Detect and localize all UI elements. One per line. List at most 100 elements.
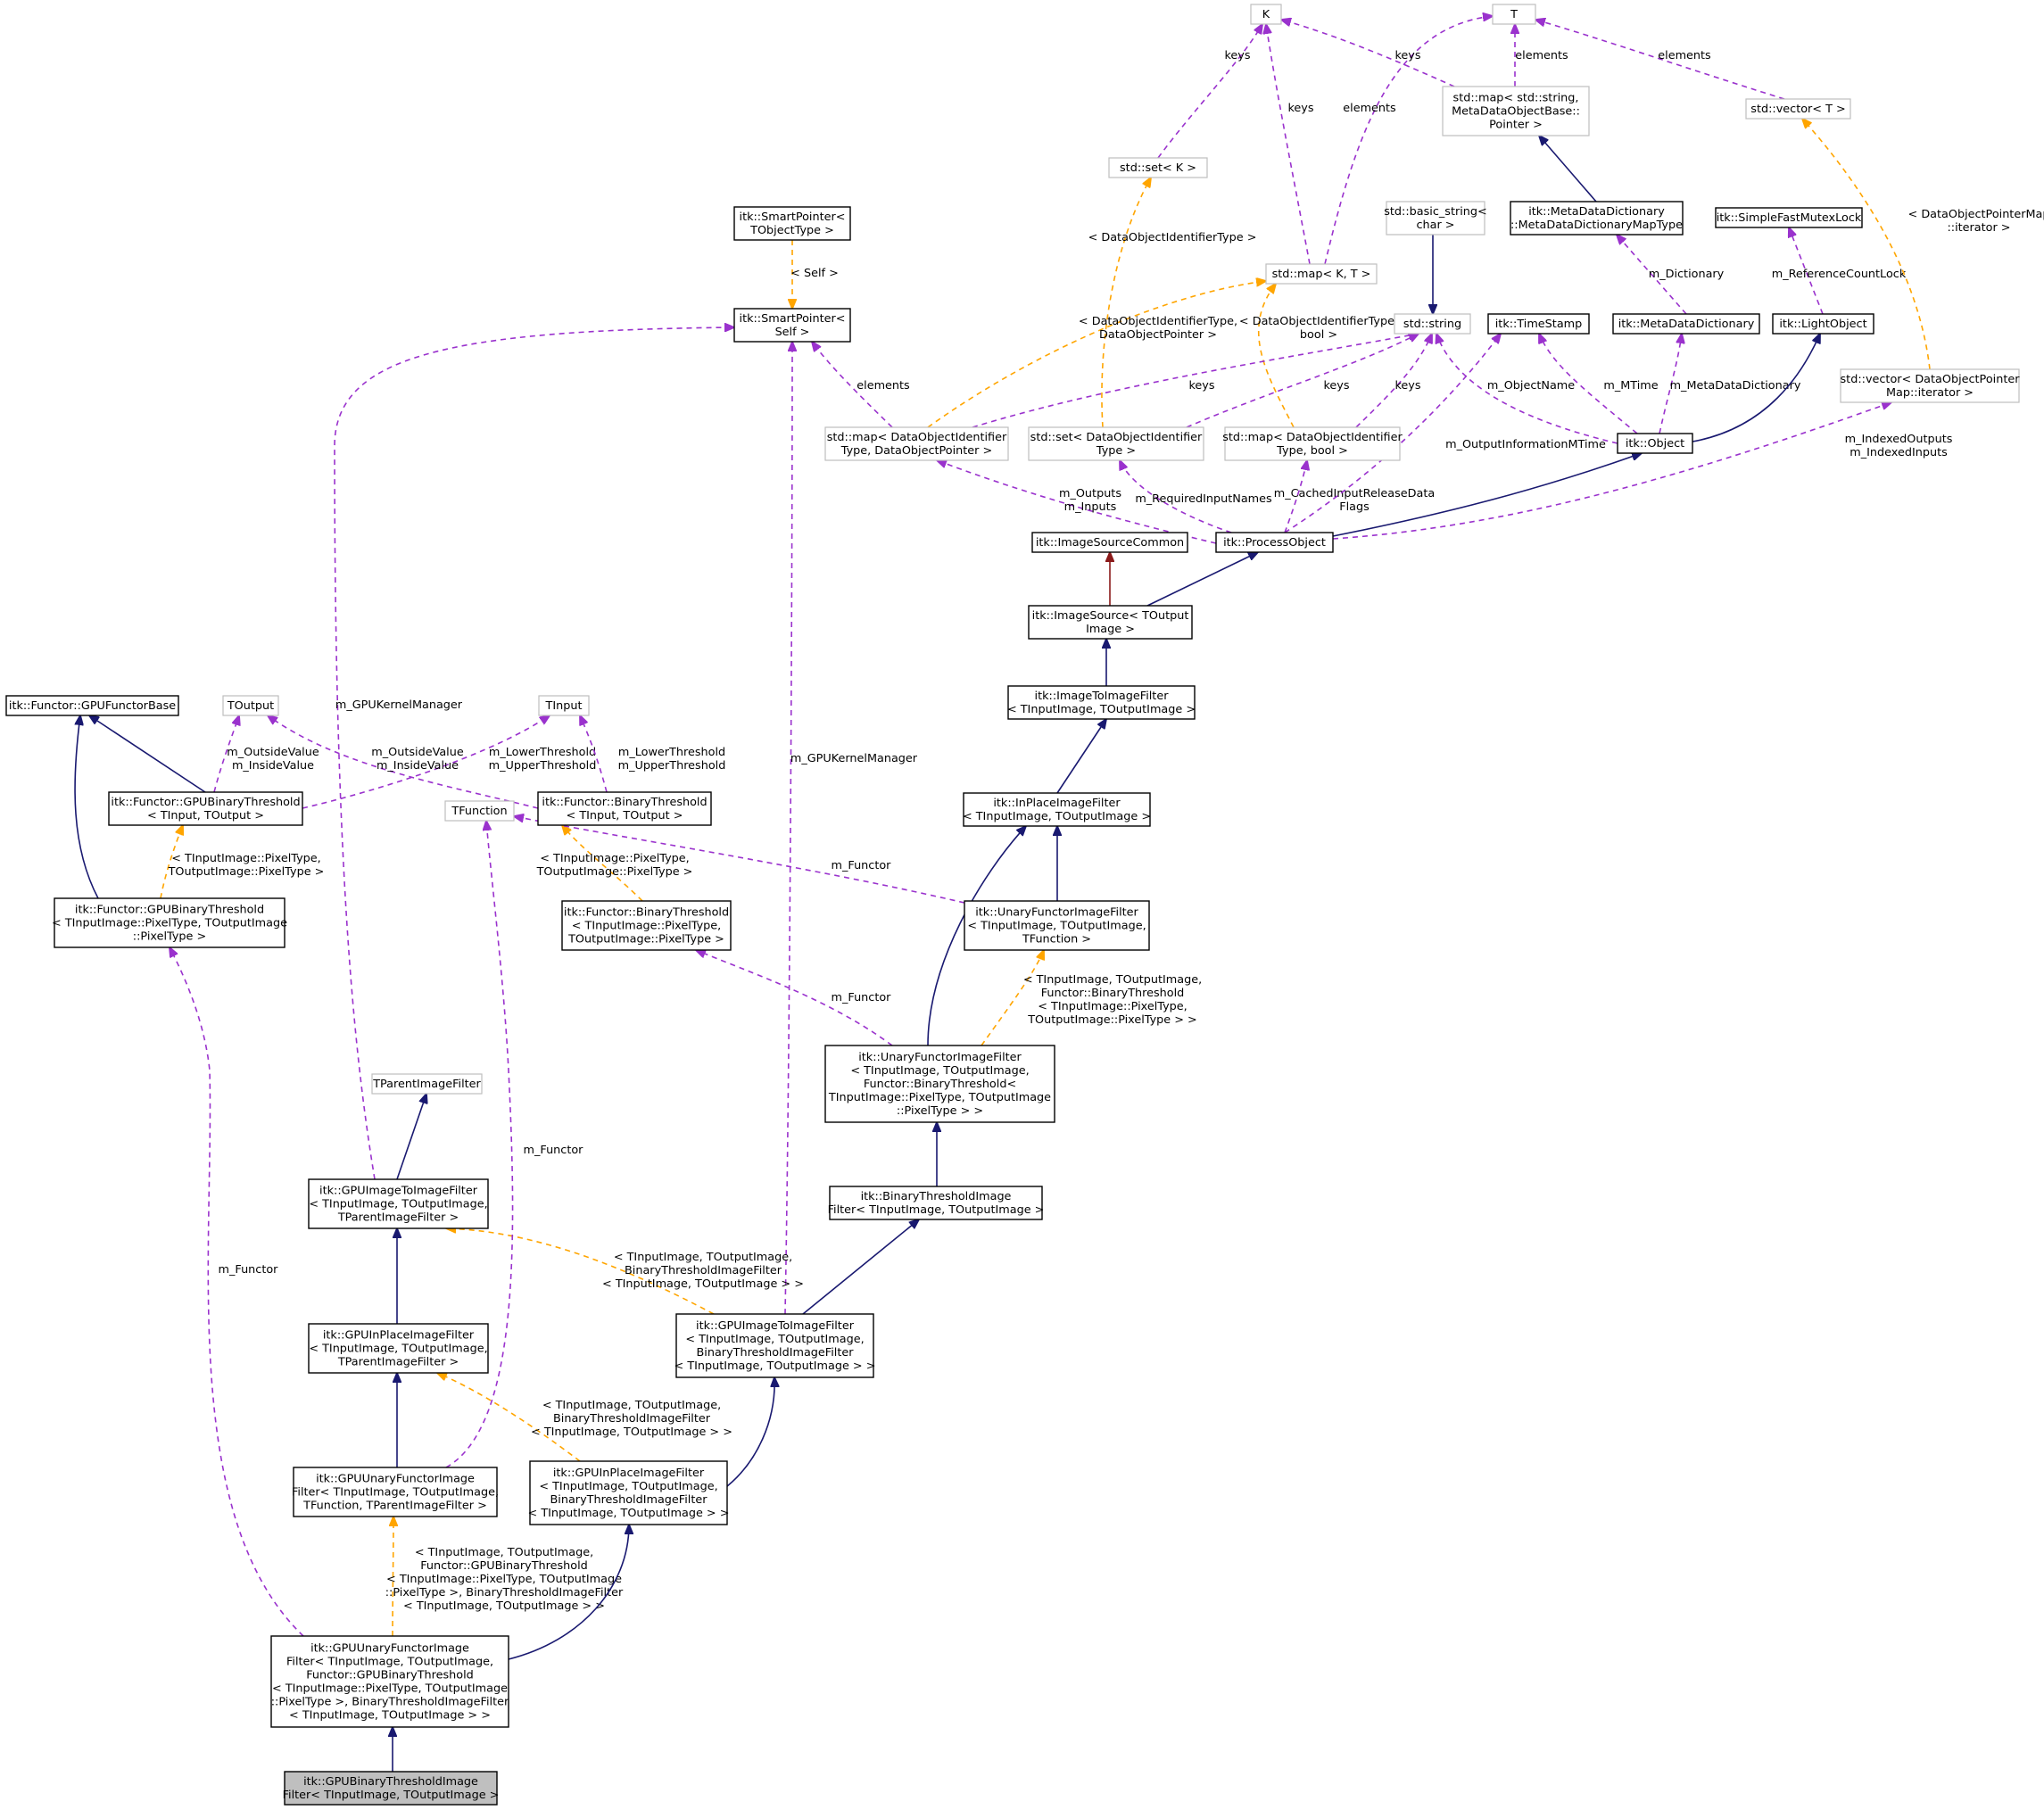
edge-label-line: m_InsideValue bbox=[232, 759, 314, 773]
edge-line bbox=[170, 947, 304, 1637]
class-node-gpubt[interactable]: itk::Functor::GPUBinaryThreshold< TInput… bbox=[108, 791, 303, 826]
class-node-object[interactable]: itk::Object bbox=[1617, 433, 1693, 454]
edge-line bbox=[1281, 20, 1455, 87]
class-node-imgtoimg[interactable]: itk::ImageToImageFilter< TInputImage, TO… bbox=[1007, 685, 1196, 720]
class-node-mdd[interactable]: itk::MetaDataDictionary bbox=[1612, 313, 1760, 335]
edge-label-line: < TInputImage, TOutputImage, bbox=[415, 1546, 593, 1559]
edge-line bbox=[302, 715, 550, 809]
class-node-stdstring[interactable]: std::string bbox=[1394, 313, 1471, 335]
edge-label-line: m_Functor bbox=[832, 991, 892, 1004]
class-node-sfmlock[interactable]: itk::SimpleFastMutexLock bbox=[1715, 207, 1863, 228]
class-node-gpuinplace-bt[interactable]: itk::GPUInPlaceImageFilter< TInputImage,… bbox=[528, 1460, 730, 1525]
class-name-line: TParentImageFilter > bbox=[337, 1356, 459, 1369]
edge-label: < DataObjectIdentifierType,DataObjectPoi… bbox=[1079, 315, 1237, 342]
class-node-vecT[interactable]: std::vector< T > bbox=[1745, 98, 1851, 120]
class-node-gpuimgtoimg-bt[interactable]: itk::GPUImageToImageFilter< TInputImage,… bbox=[674, 1313, 876, 1378]
class-node-mddmaptype[interactable]: itk::MetaDataDictionary::MetaDataDiction… bbox=[1510, 201, 1684, 236]
edge-label-line: < DataObjectPointerMap bbox=[1908, 208, 2044, 221]
class-box bbox=[1224, 426, 1401, 461]
class-node-imgsrccommon[interactable]: itk::ImageSourceCommon bbox=[1031, 532, 1188, 553]
class-name-line: itk::SimpleFastMutexLock bbox=[1717, 211, 1862, 225]
edge-mapKT-mapbool: < DataObjectIdentifierType,bool > bbox=[1239, 284, 1398, 428]
class-name: itk::Functor::GPUBinaryThreshold< TInput… bbox=[52, 904, 287, 944]
edge-mdd-object: m_MetaDataDictionary bbox=[1659, 334, 1801, 434]
edge-base-gpubt bbox=[89, 715, 206, 793]
class-box bbox=[1031, 532, 1188, 553]
edge-ts-object: m_MTime bbox=[1539, 334, 1659, 434]
edge-line bbox=[514, 816, 965, 904]
edge-line bbox=[268, 715, 539, 809]
class-node-map-meta[interactable]: std::map< std::string,MetaDataObjectBase… bbox=[1442, 86, 1590, 136]
class-node-sp-self[interactable]: itk::SmartPointer<Self > bbox=[733, 308, 851, 343]
edge-label-line: < TInputImage, TOutputImage > > bbox=[403, 1599, 605, 1613]
edge-label-line: keys bbox=[1287, 102, 1313, 115]
edge-label: m_RequiredInputNames bbox=[1135, 492, 1272, 506]
edge-label: keys bbox=[1287, 102, 1313, 115]
edge-label-line: TOutputImage::PixelType > > bbox=[1027, 1013, 1197, 1027]
class-name-line: Map::iterator > bbox=[1886, 386, 1974, 400]
class-node-mapKT[interactable]: std::map< K, T > bbox=[1265, 263, 1378, 285]
edge-label: keys bbox=[1394, 379, 1420, 393]
class-node-lightobject[interactable]: itk::LightObject bbox=[1772, 313, 1874, 335]
edge-label: keys bbox=[1188, 379, 1214, 393]
edge-line bbox=[396, 1094, 426, 1180]
class-node-gpuimgtoimg[interactable]: itk::GPUImageToImageFilter< TInputImage,… bbox=[308, 1178, 489, 1229]
edge-tparent-gpuiti bbox=[396, 1094, 426, 1180]
class-node-K[interactable]: K bbox=[1250, 4, 1282, 25]
class-node-gpubt-px[interactable]: itk::Functor::GPUBinaryThreshold< TInput… bbox=[52, 897, 287, 948]
class-node-timestamp[interactable]: itk::TimeStamp bbox=[1487, 313, 1590, 335]
edge-stdstring-setdoit: keys bbox=[1186, 334, 1419, 428]
class-name: T bbox=[1510, 8, 1518, 21]
edge-label-line: m_OutputInformationMTime bbox=[1445, 438, 1606, 451]
class-node-unaryfunctor[interactable]: itk::UnaryFunctorImageFilter< TInputImag… bbox=[964, 900, 1150, 951]
class-node-inplace[interactable]: itk::InPlaceImageFilter< TInputImage, TO… bbox=[963, 792, 1151, 827]
edge-label-line: DataObjectPointer > bbox=[1099, 328, 1217, 342]
class-node-gpufunctorbase[interactable]: itk::Functor::GPUFunctorBase bbox=[5, 695, 179, 716]
class-node-setK[interactable]: std::set< K > bbox=[1108, 157, 1208, 178]
edge-label-line: keys bbox=[1224, 49, 1250, 62]
edge-line bbox=[213, 715, 239, 793]
edge-label-line: m_CachedInputReleaseData bbox=[1274, 487, 1435, 500]
class-node-sp-obj[interactable]: itk::SmartPointer<TObjectType > bbox=[733, 206, 851, 241]
edge-label-line: m_ObjectName bbox=[1487, 379, 1575, 393]
edge-line bbox=[508, 1525, 629, 1660]
class-node-processobject[interactable]: itk::ProcessObject bbox=[1215, 532, 1334, 553]
class-node-tparent[interactable]: TParentImageFilter bbox=[371, 1073, 483, 1095]
class-name-line: itk::ProcessObject bbox=[1223, 536, 1326, 550]
class-box bbox=[1386, 201, 1485, 236]
class-node-bt[interactable]: itk::Functor::BinaryThreshold< TInput, T… bbox=[537, 791, 712, 826]
class-name-line: < TInputImage, TOutputImage > bbox=[1007, 703, 1196, 716]
class-node-tinput[interactable]: TInput bbox=[538, 695, 590, 716]
class-node-bt-px[interactable]: itk::Functor::BinaryThreshold< TInputIma… bbox=[561, 900, 732, 951]
class-node-toutput[interactable]: TOutput bbox=[222, 695, 279, 716]
edge-line bbox=[1284, 334, 1501, 533]
edge-spself-mapdop: elements bbox=[812, 342, 910, 428]
edge-label-line: m_OutsideValue bbox=[227, 746, 319, 759]
class-node-tfunction[interactable]: TFunction bbox=[444, 800, 515, 822]
edge-label: < TInputImage, TOutputImage,Functor::GPU… bbox=[385, 1546, 624, 1613]
class-name: itk::GPUInPlaceImageFilter< TInputImage,… bbox=[309, 1329, 487, 1369]
class-name-line: TInputImage::PixelType, TOutputImage bbox=[828, 1091, 1051, 1104]
edge-label: < TInputImage, TOutputImage,Functor::Bin… bbox=[1023, 973, 1202, 1027]
class-box bbox=[1612, 313, 1760, 335]
class-node-unaryfunctor-bt[interactable]: itk::UnaryFunctorImageFilter< TInputImag… bbox=[824, 1045, 1055, 1123]
class-box bbox=[108, 791, 303, 826]
edge-gpuiti-gpuitibt: < TInputImage, TOutputImage,BinaryThresh… bbox=[446, 1228, 804, 1315]
edge-spself-gpuiti: m_GPUKernelManager bbox=[334, 327, 734, 1180]
class-node-gpuinplace[interactable]: itk::GPUInPlaceImageFilter< TInputImage,… bbox=[308, 1323, 489, 1374]
class-node-T[interactable]: T bbox=[1492, 4, 1536, 25]
class-node-basic-string[interactable]: std::basic_string<char > bbox=[1384, 201, 1487, 236]
class-name-line: Image > bbox=[1086, 623, 1135, 636]
